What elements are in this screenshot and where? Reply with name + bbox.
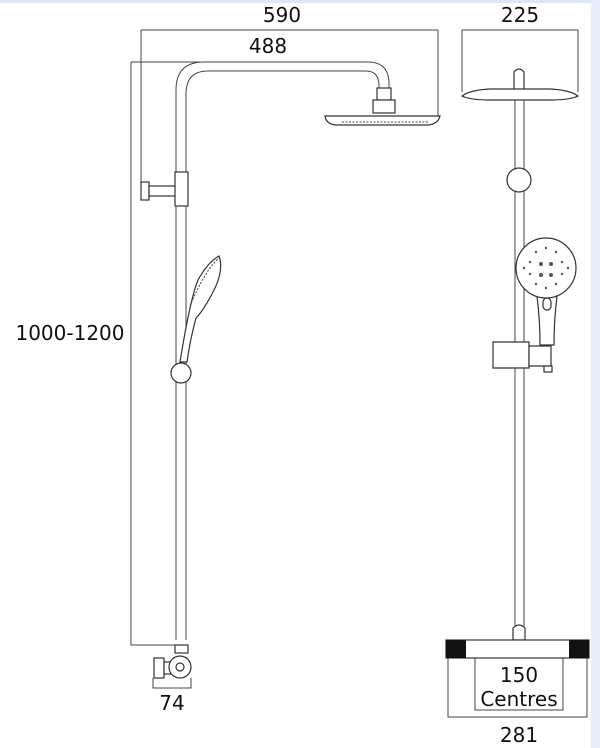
inlet-elbow: [152, 644, 192, 689]
side-view: 590 488 1000-1200: [15, 3, 441, 715]
rail-bottom-joint: [512, 624, 526, 641]
dimension-590-label: 590: [263, 3, 301, 27]
dimension-centres-label: Centres: [480, 687, 557, 711]
riser-collar-front: [506, 167, 532, 193]
slider-ball: [170, 362, 192, 384]
front-view: 225: [445, 3, 590, 747]
dimension-height-label: 1000-1200: [15, 321, 124, 345]
overhead-shower-head: [324, 115, 441, 126]
dimension-281-label: 281: [500, 723, 538, 747]
dimension-height: 1000-1200: [15, 62, 176, 646]
dimension-150-label: 150: [500, 663, 538, 687]
valve-left-cap: [446, 640, 466, 658]
wall-bracket: [140, 181, 177, 201]
slider-bracket-front: [492, 341, 553, 373]
dimension-590: 590: [140, 3, 439, 200]
dimension-225: 225: [461, 3, 579, 92]
dimension-488-label: 488: [249, 34, 287, 58]
dimension-281: 281: [447, 658, 588, 747]
head-connector: [372, 87, 396, 114]
valve-right-cap: [569, 640, 589, 658]
dimension-150-centres: 150 Centres: [474, 658, 564, 711]
head-connector-front: [513, 68, 525, 91]
frame-right: [591, 0, 600, 748]
thermostatic-valve: [445, 639, 590, 659]
dimension-74-label: 74: [159, 691, 184, 715]
riser-collar: [174, 171, 189, 207]
overhead-shower-head-front: [460, 88, 580, 101]
spray-nozzles: [522, 246, 570, 290]
handshower-front: [515, 237, 577, 346]
frame-top: [0, 0, 600, 3]
dimension-225-label: 225: [501, 3, 539, 27]
handshower-side: [179, 255, 222, 363]
dimension-488: 488: [131, 34, 287, 63]
shower-arm: [175, 61, 390, 172]
riser-rail: [175, 206, 187, 640]
